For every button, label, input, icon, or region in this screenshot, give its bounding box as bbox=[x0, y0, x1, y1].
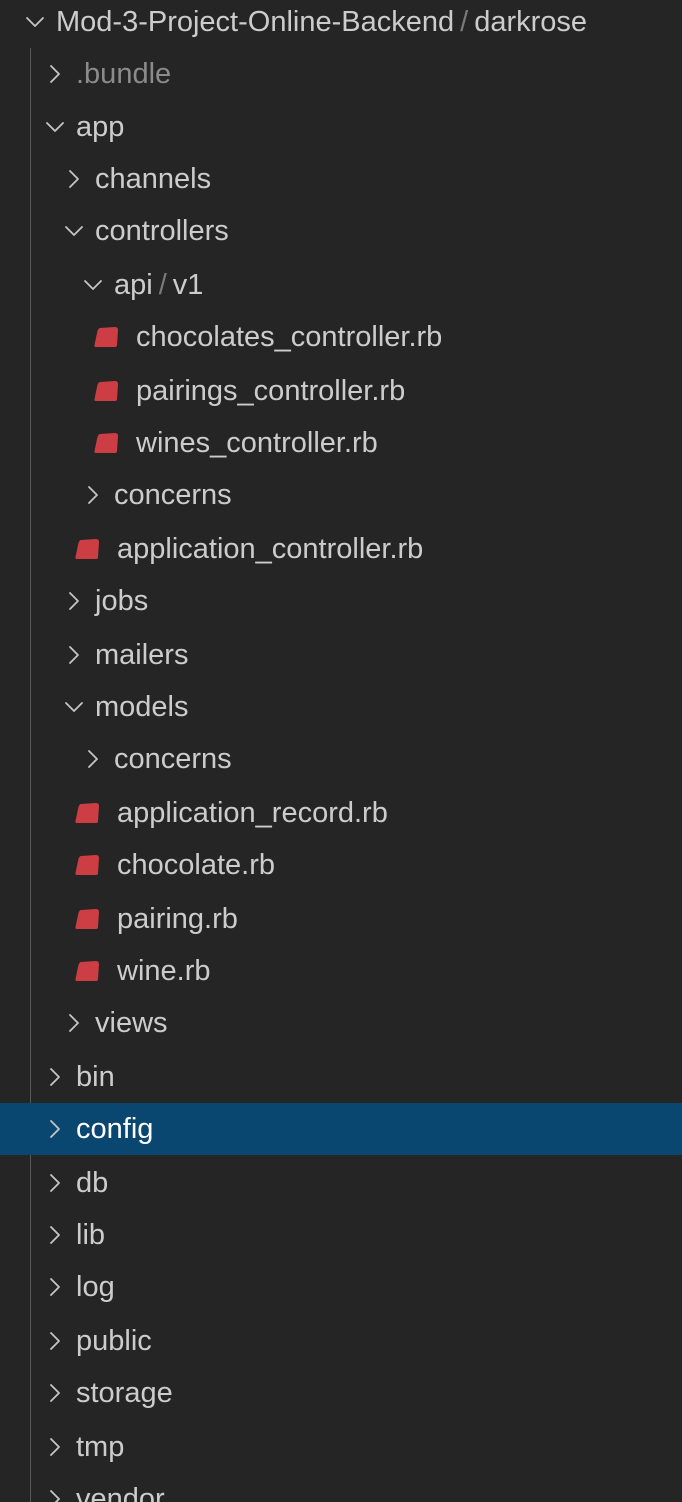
chevron-right-icon[interactable] bbox=[42, 1274, 68, 1300]
tree-item-label: wine.rb bbox=[117, 954, 211, 987]
folder-item-public[interactable]: public bbox=[0, 1315, 682, 1367]
folder-item-storage[interactable]: storage bbox=[0, 1367, 682, 1419]
folder-item-lib[interactable]: lib bbox=[0, 1209, 682, 1261]
tree-item-label: db bbox=[76, 1166, 109, 1199]
indent-guide bbox=[30, 48, 31, 1502]
tree-item-sublabel: v1 bbox=[172, 268, 204, 301]
chevron-right-icon[interactable] bbox=[61, 166, 87, 192]
tree-item-label: chocolates_controller.rb bbox=[136, 320, 443, 353]
chevron-right-icon[interactable] bbox=[42, 1116, 68, 1142]
tree-item-label: wines_controller.rb bbox=[136, 426, 378, 459]
chevron-down-icon[interactable] bbox=[61, 218, 87, 244]
tree-item-label: pairing.rb bbox=[117, 902, 238, 935]
tree-item-label: public bbox=[76, 1324, 152, 1357]
file-item-pairing-rb[interactable]: pairing.rb bbox=[0, 893, 682, 945]
ruby-file-icon bbox=[74, 800, 104, 826]
chevron-right-icon[interactable] bbox=[42, 1434, 68, 1460]
tree-item-label: concerns bbox=[114, 742, 232, 775]
folder-item-app[interactable]: app bbox=[0, 101, 682, 153]
chevron-down-icon[interactable] bbox=[61, 694, 87, 720]
folder-item-concerns[interactable]: concerns bbox=[0, 733, 682, 785]
chevron-right-icon[interactable] bbox=[42, 61, 68, 87]
tree-item-sublabel: darkrose bbox=[474, 5, 588, 38]
ruby-file-icon bbox=[93, 430, 123, 456]
folder-item-config[interactable]: config bbox=[0, 1103, 682, 1155]
chevron-down-icon[interactable] bbox=[22, 9, 48, 35]
chevron-right-icon[interactable] bbox=[61, 1010, 87, 1036]
root-folder-mod-3-project-online-backend[interactable]: Mod-3-Project-Online-Backend/darkrose bbox=[0, 0, 682, 48]
folder-item-models[interactable]: models bbox=[0, 681, 682, 733]
chevron-right-icon[interactable] bbox=[42, 1486, 68, 1502]
ruby-file-icon bbox=[74, 958, 104, 984]
tree-item-label: vendor bbox=[76, 1482, 165, 1502]
path-separator: / bbox=[460, 5, 469, 38]
chevron-down-icon[interactable] bbox=[80, 272, 106, 298]
file-item-application-record-rb[interactable]: application_record.rb bbox=[0, 787, 682, 839]
tree-item-label: models bbox=[95, 690, 189, 723]
chevron-right-icon[interactable] bbox=[80, 746, 106, 772]
tree-item-label: chocolate.rb bbox=[117, 848, 275, 881]
chevron-right-icon[interactable] bbox=[42, 1064, 68, 1090]
chevron-right-icon[interactable] bbox=[61, 642, 87, 668]
ruby-file-icon bbox=[74, 906, 104, 932]
file-item-chocolate-rb[interactable]: chocolate.rb bbox=[0, 839, 682, 891]
chevron-down-icon[interactable] bbox=[42, 114, 68, 140]
path-separator: / bbox=[158, 268, 167, 301]
folder-item-db[interactable]: db bbox=[0, 1157, 682, 1209]
tree-item-label: views bbox=[95, 1006, 168, 1039]
tree-item-label: pairings_controller.rb bbox=[136, 374, 406, 407]
folder-item-tmp[interactable]: tmp bbox=[0, 1421, 682, 1473]
chevron-right-icon[interactable] bbox=[42, 1328, 68, 1354]
tree-item-label: log bbox=[76, 1270, 115, 1303]
file-item-wines-controller-rb[interactable]: wines_controller.rb bbox=[0, 417, 682, 469]
tree-item-label: application_record.rb bbox=[117, 796, 388, 829]
tree-item-label: lib bbox=[76, 1218, 106, 1251]
tree-item-label: .bundle bbox=[76, 57, 172, 90]
tree-item-label: config bbox=[76, 1112, 154, 1145]
chevron-right-icon[interactable] bbox=[61, 588, 87, 614]
tree-item-label: app bbox=[76, 110, 125, 143]
tree-item-label: Mod-3-Project-Online-Backend bbox=[56, 5, 455, 38]
ruby-file-icon bbox=[74, 536, 104, 562]
ruby-file-icon bbox=[93, 324, 123, 350]
folder-item-vendor[interactable]: vendor bbox=[0, 1473, 682, 1502]
folder-item-bin[interactable]: bin bbox=[0, 1051, 682, 1103]
tree-item-label: jobs bbox=[95, 584, 149, 617]
chevron-right-icon[interactable] bbox=[42, 1170, 68, 1196]
folder-item-log[interactable]: log bbox=[0, 1261, 682, 1313]
tree-item-label: concerns bbox=[114, 478, 232, 511]
file-item-pairings-controller-rb[interactable]: pairings_controller.rb bbox=[0, 365, 682, 417]
tree-item-label: controllers bbox=[95, 214, 229, 247]
tree-item-label: mailers bbox=[95, 638, 189, 671]
folder-item-channels[interactable]: channels bbox=[0, 153, 682, 205]
folder-item-controllers[interactable]: controllers bbox=[0, 205, 682, 257]
chevron-right-icon[interactable] bbox=[80, 482, 106, 508]
folder-item-views[interactable]: views bbox=[0, 997, 682, 1049]
file-item-application-controller-rb[interactable]: application_controller.rb bbox=[0, 523, 682, 575]
file-item-wine-rb[interactable]: wine.rb bbox=[0, 945, 682, 997]
folder-item-concerns[interactable]: concerns bbox=[0, 469, 682, 521]
chevron-right-icon[interactable] bbox=[42, 1380, 68, 1406]
file-item-chocolates-controller-rb[interactable]: chocolates_controller.rb bbox=[0, 311, 682, 363]
tree-item-label: application_controller.rb bbox=[117, 532, 424, 565]
tree-item-label: bin bbox=[76, 1060, 115, 1093]
tree-item-label: tmp bbox=[76, 1430, 125, 1463]
tree-item-label: storage bbox=[76, 1376, 173, 1409]
ruby-file-icon bbox=[74, 852, 104, 878]
folder-item-jobs[interactable]: jobs bbox=[0, 575, 682, 627]
ruby-file-icon bbox=[93, 378, 123, 404]
tree-item-label: api bbox=[114, 268, 153, 301]
folder-item-bundle[interactable]: .bundle bbox=[0, 48, 682, 100]
chevron-right-icon[interactable] bbox=[42, 1222, 68, 1248]
folder-item-mailers[interactable]: mailers bbox=[0, 629, 682, 681]
tree-item-label: channels bbox=[95, 162, 212, 195]
folder-item-api[interactable]: api/v1 bbox=[0, 259, 682, 311]
